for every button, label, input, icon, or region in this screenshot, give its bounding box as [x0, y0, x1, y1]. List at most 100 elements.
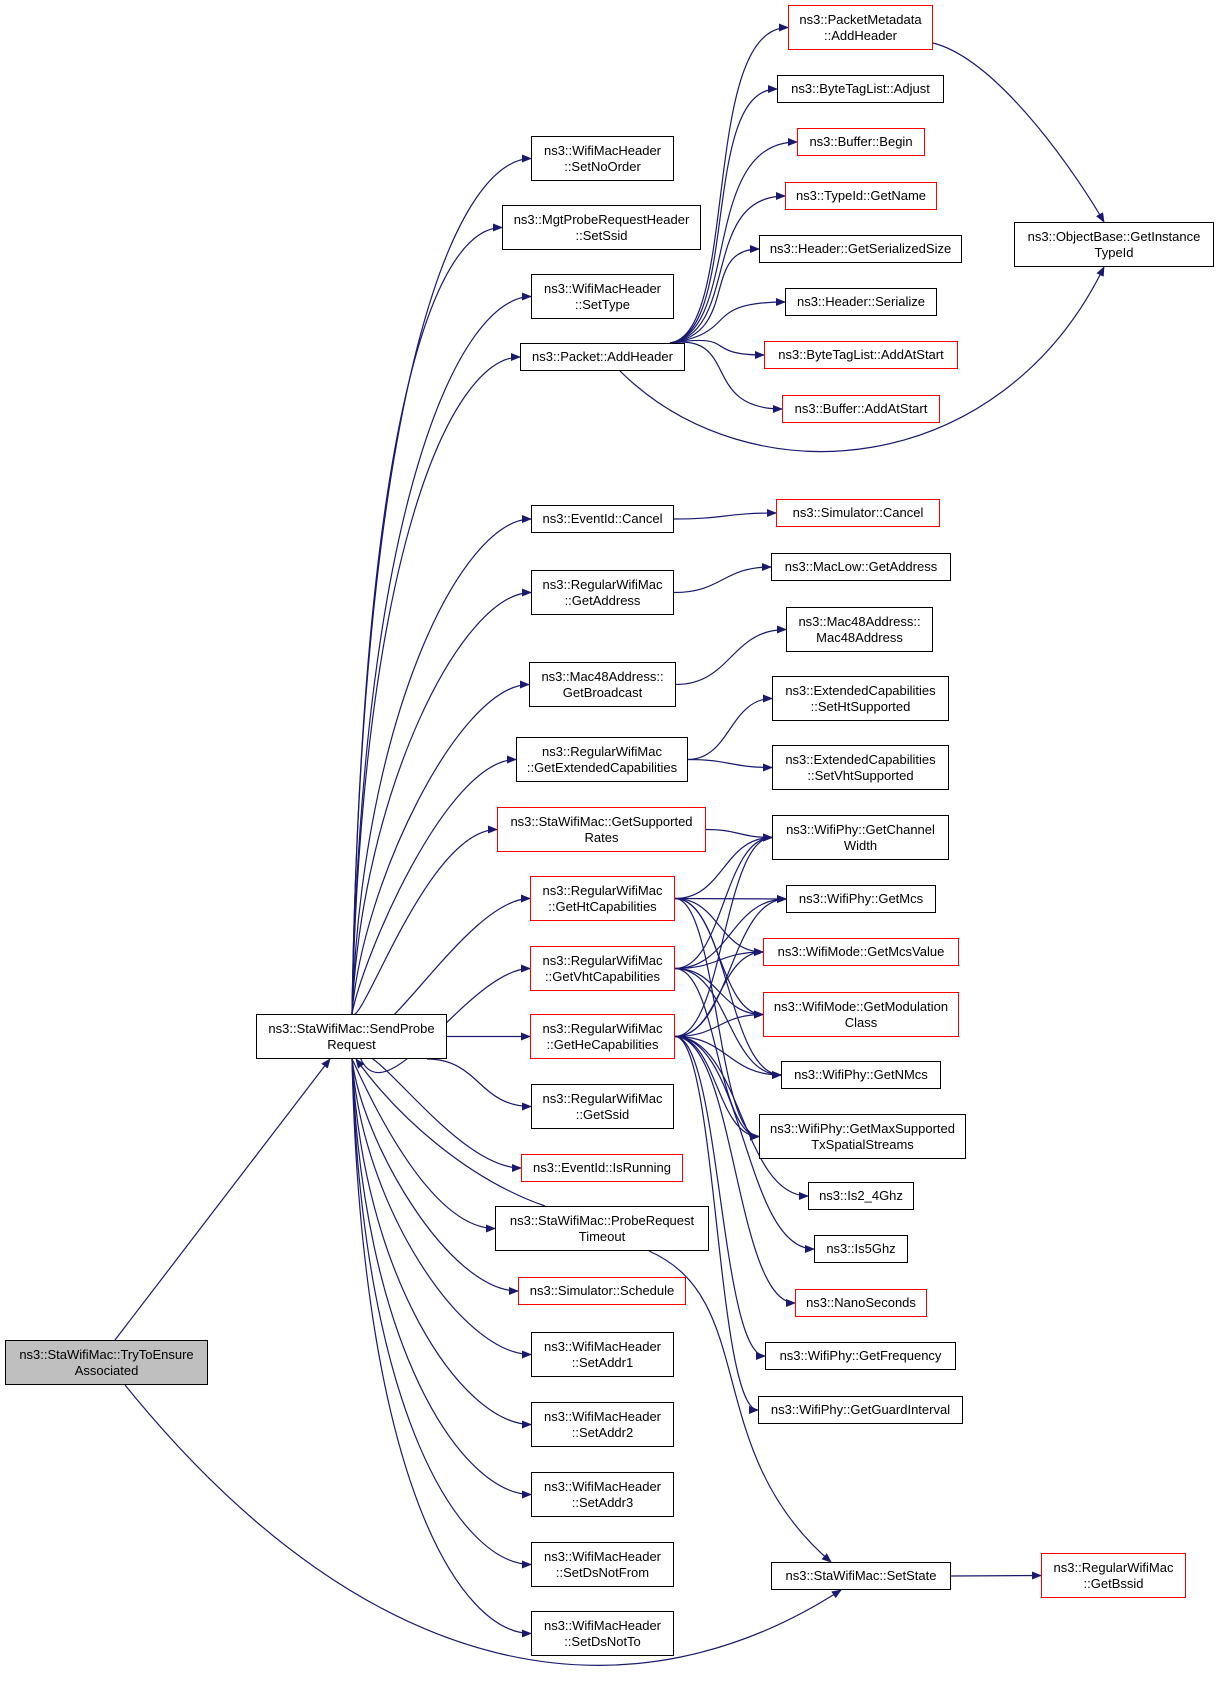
- node-typeid-getname[interactable]: ns3::TypeId::GetName: [785, 182, 937, 210]
- node-label: ns3::Simulator::Cancel: [792, 505, 924, 520]
- edge-pkt_add_header-to-obj_instance_typeid: [619, 266, 1105, 452]
- edge-send_probe-to-set_ds_not_to: [351, 1058, 532, 1638]
- node-label: ns3::RegularWifiMac: [542, 743, 662, 759]
- node-label: ns3::Mac48Address::: [798, 613, 921, 629]
- node-simulator-schedule[interactable]: ns3::Simulator::Schedule: [518, 1277, 686, 1305]
- node-mac48address-constructor[interactable]: ns3::Mac48Address:: Mac48Address: [786, 607, 933, 652]
- node-wifimode-getmcsvalue[interactable]: ns3::WifiMode::GetMcsValue: [763, 938, 959, 966]
- edge-send_probe-to-rwm_get_address: [351, 588, 532, 1015]
- node-objectbase-getinstancetypeid[interactable]: ns3::ObjectBase::GetInstance TypeId: [1014, 222, 1214, 267]
- node-regularwifimac-getvhtcapabilities[interactable]: ns3::RegularWifiMac ::GetVhtCapabilities: [530, 946, 675, 991]
- node-regularwifimac-getssid[interactable]: ns3::RegularWifiMac ::GetSsid: [531, 1084, 674, 1129]
- node-wifiphy-getnmcs[interactable]: ns3::WifiPhy::GetNMcs: [781, 1061, 941, 1089]
- node-label: ns3::WifiPhy::GetMcs: [798, 891, 924, 906]
- node-header-serialize[interactable]: ns3::Header::Serialize: [785, 288, 937, 316]
- node-regularwifimac-gethtcapabilities[interactable]: ns3::RegularWifiMac ::GetHtCapabilities: [530, 876, 675, 921]
- edge-rwm_get_ext_caps-to-ext_set_vht: [687, 758, 773, 772]
- node-label: ns3::RegularWifiMac: [542, 576, 663, 592]
- node-label: ns3::RegularWifiMac: [1053, 1559, 1174, 1575]
- edge-pm_add_header-to-obj_instance_typeid: [932, 42, 1105, 223]
- node-label: ns3::StaWifiMac::SetState: [785, 1568, 937, 1583]
- node-stawifimac-proberequesttimeout[interactable]: ns3::StaWifiMac::ProbeRequest Timeout: [495, 1206, 709, 1251]
- edge-pkt_add_header-to-hdr_size: [669, 245, 760, 344]
- node-buffer-begin[interactable]: ns3::Buffer::Begin: [797, 128, 925, 156]
- node-wifimode-getmodulationclass[interactable]: ns3::WifiMode::GetModulation Class: [763, 992, 959, 1037]
- node-stawifimac-getsupportedrates[interactable]: ns3::StaWifiMac::GetSupported Rates: [497, 807, 706, 852]
- node-packet-addheader[interactable]: ns3::Packet::AddHeader: [520, 343, 685, 371]
- node-wifimacheader-setaddr1[interactable]: ns3::WifiMacHeader ::SetAddr1: [531, 1332, 674, 1377]
- node-is2-4ghz[interactable]: ns3::Is2_4Ghz: [808, 1182, 914, 1210]
- node-wifimacheader-setnoorder[interactable]: ns3::WifiMacHeader ::SetNoOrder: [531, 136, 674, 181]
- node-wifiphy-getguardinterval[interactable]: ns3::WifiPhy::GetGuardInterval: [758, 1396, 963, 1424]
- node-mgtproberequestheader-setssid[interactable]: ns3::MgtProbeRequestHeader ::SetSsid: [502, 205, 701, 250]
- node-eventid-cancel[interactable]: ns3::EventId::Cancel: [531, 505, 674, 533]
- node-wifiphy-getmaxsupportedtxspatialstreams[interactable]: ns3::WifiPhy::GetMaxSupported TxSpatialS…: [759, 1114, 966, 1159]
- node-bytetaglist-addatstart[interactable]: ns3::ByteTagList::AddAtStart: [764, 341, 958, 369]
- node-packetmetadata-addheader[interactable]: ns3::PacketMetadata ::AddHeader: [788, 5, 933, 50]
- node-nanoseconds[interactable]: ns3::NanoSeconds: [795, 1289, 927, 1317]
- edge-root-to-send_probe: [114, 1058, 331, 1341]
- node-sta-try-to-ensure-associated[interactable]: ns3::StaWifiMac::TryToEnsure Associated: [5, 1340, 208, 1385]
- node-wifimacheader-setdsnotfrom[interactable]: ns3::WifiMacHeader ::SetDsNotFrom: [531, 1542, 674, 1587]
- edge-send_probe-to-pkt_add_header: [351, 353, 521, 1015]
- node-label: ns3::StaWifiMac::SendProbe: [268, 1020, 435, 1036]
- edge-rwm_vht_caps-to-mode_mod_class: [674, 967, 764, 1019]
- node-label: Rates: [584, 829, 619, 845]
- node-header-getserializedsize[interactable]: ns3::Header::GetSerializedSize: [759, 235, 962, 263]
- node-simulator-cancel[interactable]: ns3::Simulator::Cancel: [776, 499, 940, 527]
- node-label: ns3::WifiMacHeader: [543, 1338, 662, 1354]
- node-label: Request: [327, 1036, 376, 1052]
- node-regularwifimac-getbssid[interactable]: ns3::RegularWifiMac ::GetBssid: [1041, 1553, 1186, 1598]
- node-label: ns3::NanoSeconds: [806, 1295, 916, 1310]
- node-label: Mac48Address: [816, 629, 903, 645]
- edge-rwm_he_caps-to-phy_max_streams: [674, 1035, 760, 1141]
- node-label: ::GetHeCapabilities: [546, 1036, 659, 1052]
- node-label: ns3::WifiPhy::GetChannel: [786, 821, 935, 837]
- edge-send_probe-to-set_type: [351, 292, 532, 1015]
- node-is5ghz[interactable]: ns3::Is5Ghz: [814, 1235, 908, 1263]
- node-label: ::SetDsNotTo: [564, 1633, 641, 1649]
- node-wifimacheader-settype[interactable]: ns3::WifiMacHeader ::SetType: [531, 274, 674, 319]
- node-label: ::GetAddress: [564, 592, 641, 608]
- edge-send_probe-to-event_cancel: [351, 515, 532, 1015]
- edge-rwm_vht_caps-to-mode_mcs_value: [674, 948, 764, 970]
- node-eventid-isrunning[interactable]: ns3::EventId::IsRunning: [521, 1154, 683, 1182]
- node-label: Associated: [74, 1362, 139, 1378]
- node-extendedcapabilities-setvhtsupported[interactable]: ns3::ExtendedCapabilities ::SetVhtSuppor…: [772, 745, 949, 790]
- node-extendedcapabilities-sethtsupported[interactable]: ns3::ExtendedCapabilities ::SetHtSupport…: [772, 676, 949, 721]
- edge-set_state-to-rwm_get_bssid: [950, 1571, 1042, 1580]
- node-label: ns3::StaWifiMac::TryToEnsure: [19, 1346, 194, 1362]
- edge-rwm_he_caps-to-phy_frequency: [674, 1035, 766, 1360]
- node-stawifimac-setstate[interactable]: ns3::StaWifiMac::SetState: [771, 1562, 951, 1590]
- edge-send_probe-to-set_addr3: [351, 1058, 532, 1499]
- edge-rwm_he_caps-to-phy_channel_width: [674, 833, 773, 1038]
- node-wifimacheader-setaddr2[interactable]: ns3::WifiMacHeader ::SetAddr2: [531, 1402, 674, 1447]
- node-regularwifimac-getaddress[interactable]: ns3::RegularWifiMac ::GetAddress: [531, 570, 674, 615]
- edge-pkt_add_header-to-pm_add_header: [669, 23, 789, 344]
- node-buffer-addatstart[interactable]: ns3::Buffer::AddAtStart: [782, 395, 940, 423]
- edge-send_probe-to-set_addr2: [351, 1058, 532, 1429]
- node-regularwifimac-getextendedcapabilities[interactable]: ns3::RegularWifiMac ::GetExtendedCapabil…: [516, 737, 688, 782]
- node-wifimacheader-setdsnotto[interactable]: ns3::WifiMacHeader ::SetDsNotTo: [531, 1611, 674, 1656]
- node-mac48address-getbroadcast[interactable]: ns3::Mac48Address:: GetBroadcast: [529, 662, 676, 707]
- node-wifiphy-getfrequency[interactable]: ns3::WifiPhy::GetFrequency: [765, 1342, 956, 1370]
- node-maclow-getaddress[interactable]: ns3::MacLow::GetAddress: [771, 553, 951, 581]
- node-bytetaglist-adjust[interactable]: ns3::ByteTagList::Adjust: [777, 75, 944, 103]
- node-label: ::SetDsNotFrom: [555, 1564, 650, 1580]
- edge-send_probe-to-set_ssid: [351, 223, 503, 1015]
- node-wifiphy-getchannelwidth[interactable]: ns3::WifiPhy::GetChannel Width: [772, 815, 949, 860]
- node-label: ns3::WifiMacHeader: [543, 1408, 662, 1424]
- node-label: ns3::RegularWifiMac: [542, 952, 663, 968]
- node-label: ns3::Simulator::Schedule: [529, 1283, 675, 1298]
- node-wifiphy-getmcs[interactable]: ns3::WifiPhy::GetMcs: [786, 885, 936, 913]
- node-wifimacheader-setaddr3[interactable]: ns3::WifiMacHeader ::SetAddr3: [531, 1472, 674, 1517]
- edge-rwm_he_caps-to-phy_get_nmcs: [674, 1035, 782, 1079]
- node-sta-send-probe-request[interactable]: ns3::StaWifiMac::SendProbe Request: [256, 1014, 447, 1059]
- node-label: ns3::WifiPhy::GetMaxSupported: [770, 1120, 955, 1136]
- node-regularwifimac-gethecapabilities[interactable]: ns3::RegularWifiMac ::GetHeCapabilities: [530, 1014, 675, 1059]
- node-label: ::SetNoOrder: [564, 158, 641, 174]
- edge-send_probe-to-rwm_get_ext_caps: [351, 755, 517, 1015]
- edge-send_probe-to-sim_schedule: [351, 1058, 519, 1295]
- node-label: ns3::Header::GetSerializedSize: [769, 241, 952, 256]
- node-label: ns3::Header::Serialize: [797, 294, 925, 309]
